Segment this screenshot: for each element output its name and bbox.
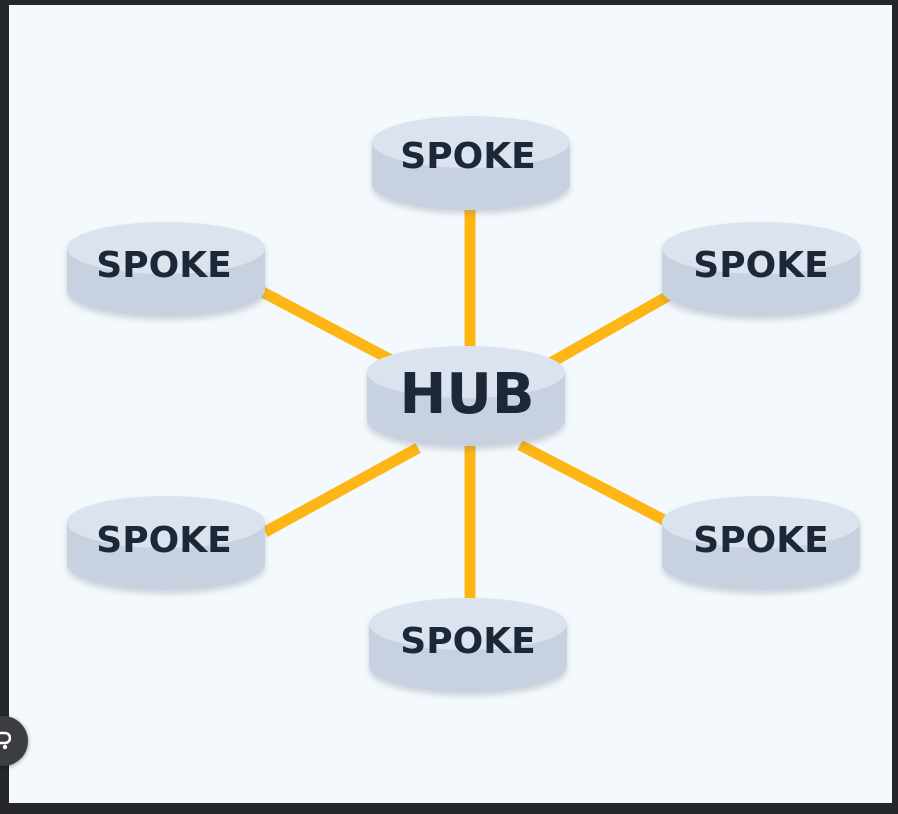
spoke-label: SPOKE xyxy=(400,136,535,177)
spoke-lower-left xyxy=(67,496,265,590)
connector-lower-right xyxy=(517,440,671,527)
hub xyxy=(367,346,565,446)
spoke-label: SPOKE xyxy=(96,245,231,286)
spoke-label: SPOKE xyxy=(693,520,828,561)
spoke-upper-left xyxy=(67,222,265,316)
connector-lower-left xyxy=(262,443,421,537)
spoke-upper-right xyxy=(662,222,860,316)
connectors xyxy=(252,210,678,600)
connector-upper-right xyxy=(542,287,678,371)
spoke-bottom xyxy=(369,598,567,692)
spoke-top xyxy=(372,116,570,210)
google-lens-icon xyxy=(0,731,11,750)
spoke-lower-right xyxy=(662,496,860,590)
spoke-label: SPOKE xyxy=(96,520,231,561)
hub-label: HUB xyxy=(399,362,534,427)
connector-upper-left xyxy=(252,283,398,367)
spoke-label: SPOKE xyxy=(693,245,828,286)
spoke-label: SPOKE xyxy=(400,621,535,662)
